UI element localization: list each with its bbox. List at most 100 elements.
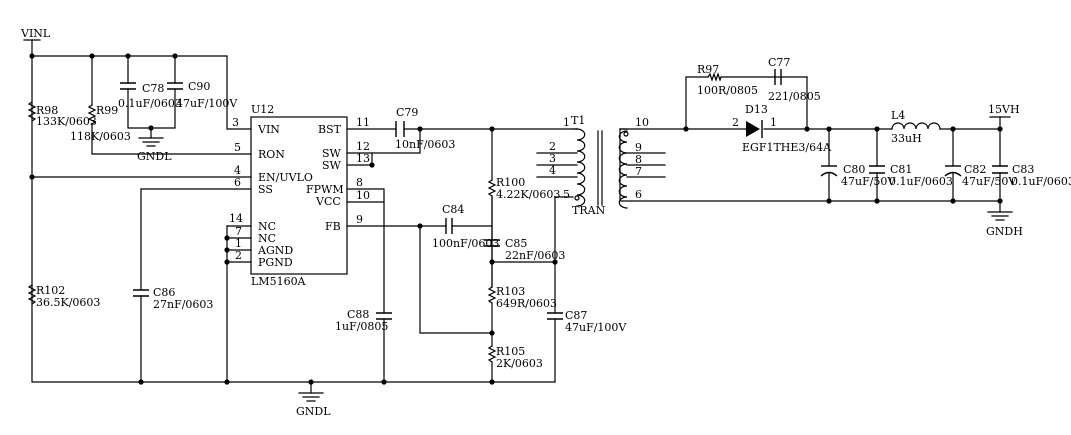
pin-name-fpwm: FPWM [306, 183, 344, 196]
ic-part: LM5160A [251, 275, 307, 288]
c79-ref: C79 [396, 106, 418, 119]
pin-num-ron: 5 [234, 141, 241, 154]
inductor-l4: L4 33uH [891, 109, 941, 145]
r100-value: 4.22K/0603 [496, 188, 560, 201]
r98-value: 133K/0603 [36, 115, 97, 128]
c85-ref: C85 [505, 237, 527, 250]
pin-num-nc2: 7 [235, 225, 242, 238]
pin-name-ron: RON [258, 148, 285, 161]
resistor-r97: R97 100R/0805 [697, 63, 758, 97]
c83-ref: C83 [1012, 163, 1034, 176]
r103-ref: R103 [496, 285, 525, 298]
gndl-bottom-label: GNDL [296, 405, 331, 418]
capacitor-c88: C88 1uF/0805 [335, 308, 392, 333]
transformer-part: TRAN [572, 204, 606, 217]
d13-value: EGF1THE3/64A [742, 141, 832, 154]
c77-value: 221/0805 [768, 90, 821, 103]
vinl-label: VINL [20, 27, 51, 40]
c83-value: 0.1uF/0603 [1011, 175, 1071, 188]
r99-value: 118K/0603 [70, 130, 131, 143]
pin-name-ss: SS [258, 183, 273, 196]
t1-pin-8: 8 [635, 153, 642, 166]
junction-dots [29, 53, 1003, 385]
ic-ref: U12 [251, 103, 274, 116]
capacitor-c87: C87 47uF/100V [547, 309, 627, 334]
pin-num-fpwm: 8 [356, 176, 363, 189]
pin-name-nc1: NC [258, 220, 276, 233]
t1-pin-3: 3 [549, 152, 556, 165]
pin-num-agnd: 1 [235, 237, 242, 250]
c82-ref: C82 [964, 163, 986, 176]
transformer-t1: T1 TRAN 1 2 3 4 5 10 9 8 7 6 [536, 114, 666, 217]
r103-value: 649R/0603 [496, 297, 557, 310]
d13-pin-cathode: 1 [770, 116, 777, 129]
t1-pin-9: 9 [635, 141, 642, 154]
t1-pin-4: 4 [549, 164, 556, 177]
resistor-r99: R99 118K/0603 [70, 104, 131, 143]
resistor-r102: R102 36.5K/0603 [27, 284, 100, 309]
net-15vh: 15VH [988, 103, 1020, 118]
ic-u12: U12 LM5160A 3 VIN 5 RON 4 EN/UVLO 6 SS 1… [229, 103, 370, 288]
t1-pin-10: 10 [635, 116, 649, 129]
t1-pin-5: 5 [563, 188, 570, 201]
c84-ref: C84 [442, 203, 464, 216]
t1-pin-2: 2 [549, 140, 556, 153]
capacitor-c90: C90 47uF/100V [167, 80, 238, 110]
pin-num-fb: 9 [356, 213, 363, 226]
pin-num-vin: 3 [232, 116, 239, 129]
d13-ref: D13 [745, 103, 768, 116]
pin-num-ss: 6 [234, 176, 241, 189]
c85-value: 22nF/0603 [505, 249, 565, 262]
c80-ref: C80 [843, 163, 865, 176]
r98-ref: R98 [36, 104, 58, 117]
pin-num-sw2: 13 [356, 152, 370, 165]
wires [31, 39, 1001, 383]
c80-value: 47uF/50V [841, 175, 896, 188]
capacitor-c77: C77 221/0805 [768, 56, 821, 103]
resistor-r98: R98 133K/0603 [27, 101, 97, 128]
c88-ref: C88 [347, 308, 369, 321]
gndh-label: GNDH [986, 225, 1023, 238]
pin-num-sw1: 12 [356, 140, 370, 153]
capacitor-c80: C80 47uF/50V [820, 163, 896, 188]
pin-name-agnd: AGND [257, 244, 293, 257]
c78-ref: C78 [142, 82, 164, 95]
pin-name-sw1: SW [322, 147, 342, 160]
pin-num-pgnd: 2 [235, 249, 242, 262]
c81-ref: C81 [890, 163, 912, 176]
c82-value: 47uF/50V [962, 175, 1017, 188]
pin-name-fb: FB [325, 220, 341, 233]
capacitor-c86: C86 27nF/0603 [133, 286, 213, 311]
capacitor-c84: C84 100nF/0603 [432, 203, 499, 250]
c79-value: 10nF/0603 [395, 138, 455, 151]
resistor-r105: R105 2K/0603 [487, 345, 543, 370]
t1-pin-7: 7 [635, 165, 642, 178]
c77-ref: C77 [768, 56, 790, 69]
capacitor-c78: C78 0.1uF/0603 [118, 82, 182, 110]
c86-ref: C86 [153, 286, 175, 299]
transformer-ref: T1 [571, 114, 585, 127]
pin-num-nc1: 14 [229, 212, 243, 225]
c90-ref: C90 [188, 80, 210, 93]
pin-name-vcc: VCC [315, 195, 341, 208]
capacitor-c79: C79 10nF/0603 [395, 106, 455, 151]
ground-gndl-bottom: GNDL [296, 381, 331, 418]
r100-ref: R100 [496, 176, 525, 189]
net-vinl: VINL [20, 27, 51, 41]
resistor-r103: R103 649R/0603 [487, 285, 557, 310]
c87-ref: C87 [565, 309, 587, 322]
c90-value: 47uF/100V [176, 97, 238, 110]
capacitor-c83: C83 0.1uF/0603 [992, 163, 1071, 188]
capacitor-c85: C85 22nF/0603 [484, 195, 565, 288]
t1-pin-6: 6 [635, 188, 642, 201]
c88-value: 1uF/0805 [335, 320, 388, 333]
gndl-top-label: GNDL [137, 150, 172, 163]
d13-pin-anode: 2 [732, 116, 739, 129]
pin-name-vin: VIN [257, 123, 280, 136]
r102-value: 36.5K/0603 [36, 296, 100, 309]
t1-pin-1: 1 [563, 116, 570, 129]
pin-num-vcc: 10 [356, 189, 370, 202]
pin-name-en: EN/UVLO [258, 171, 313, 184]
pin-num-en: 4 [234, 164, 241, 177]
